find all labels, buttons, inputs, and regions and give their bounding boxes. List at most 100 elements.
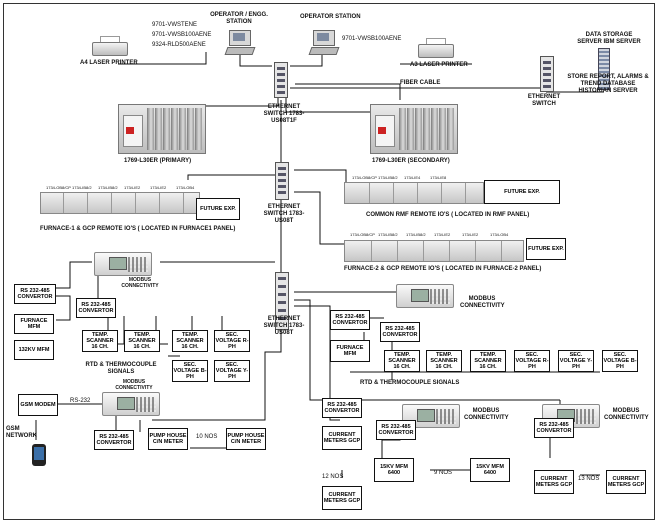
- left-temp-scanner-2: TEMP. SCANNER 16 CH.: [124, 330, 160, 352]
- engg-tag-1: 9701-VWSTENE: [152, 22, 198, 28]
- plc-secondary-label: 1769-L30ER (SECONDARY): [372, 158, 450, 164]
- right-modbus-hmi-1-icon: [396, 284, 454, 308]
- right-rs232-converter-1: RS 232-485 CONVERTOR: [330, 310, 370, 330]
- right-rtd-label: RTD & THERMOCOUPLE SIGNALS: [360, 380, 460, 386]
- kv15-mfm-2: 15KV MFM 6400: [470, 458, 510, 482]
- left-sec-voltage-b: SEC. VOLTAGE B-PH: [172, 360, 208, 382]
- left-modbus-hmi-icon: [94, 252, 152, 276]
- top-switch-label: ETHERNET SWITCH 1783-US08T1F: [263, 104, 305, 124]
- left-modbus-label: MODBUS CONNECTIVITY: [121, 277, 159, 289]
- left-rtd-label: RTD & THERMOCOUPLE SIGNALS: [85, 362, 157, 375]
- mobile-phone-icon: [32, 444, 46, 466]
- left-rs232-converter-2: RS 232-485 CONVERTOR: [76, 298, 116, 318]
- rmf-module-3: 1734-IE4: [404, 175, 421, 180]
- furnace1-future-exp: FUTURE EXP.: [196, 198, 240, 220]
- middle-switch-label: ETHERNET SWITCH 1783-US08T: [263, 204, 305, 224]
- right-ethernet-switch-icon: [540, 56, 554, 92]
- operator-station-tag: 9701-VWSB100AENE: [342, 36, 402, 42]
- data-storage-title: DATA STORAGE SERVER IBM SERVER: [577, 32, 641, 45]
- furnace2-io-rack: [344, 240, 524, 262]
- furnace2-module-5: 1734-IE2: [462, 232, 479, 237]
- left-rs232-converter-1: RS 232-485 CONVERTOR: [14, 284, 56, 304]
- furnace1-module-6: 1734-OB4: [176, 185, 195, 190]
- furnace-mfm-left: FURNACE MFM: [14, 314, 54, 334]
- furnace2-module-3: 1734-IB8/2: [406, 232, 426, 237]
- data-storage-desc: STORE REPORT, ALARMS & TREND DATABASE HI…: [567, 74, 649, 94]
- current-meters-gcp-2: CURRENT METERS GCP: [322, 486, 362, 510]
- right-modbus-1-label: MODBUS CONNECTIVITY: [460, 296, 505, 309]
- right-modbus-2-label: MODBUS CONNECTIVITY: [464, 408, 509, 421]
- lower-rs232-converter-1: RS 232-485 CONVERTOR: [322, 398, 362, 418]
- gsm-network-label: GSM NETWORK: [6, 426, 37, 439]
- rmf-module-2: 1734-IB8/2: [378, 175, 398, 180]
- top-ethernet-switch-icon: [274, 62, 288, 98]
- pump-house-meter-1: PUMP HOUSE C/N METER: [148, 428, 188, 450]
- furnace2-module-2: 1734-IB8/2: [378, 232, 398, 237]
- nine-nos-label: 9 NOS: [434, 470, 453, 476]
- left-sec-voltage-y: SEC. VOLTAGE Y-PH: [214, 360, 250, 382]
- gsm-modbus-hmi-icon: [102, 392, 160, 416]
- plc-primary-icon: [118, 104, 206, 154]
- right-temp-scanner-3: TEMP. SCANNER 16 CH.: [470, 350, 506, 372]
- right-rs232-converter-2: RS 232-485 CONVERTOR: [380, 322, 420, 342]
- left-temp-scanner-1: TEMP. SCANNER 16 CH.: [82, 330, 118, 352]
- rmf-module-1: 1734-OB8/CP: [352, 175, 377, 180]
- lower-rs232-converter-3: RS 232-485 CONVERTOR: [534, 418, 574, 438]
- a3-printer-label: A3 LASER PRINTER: [410, 62, 468, 68]
- left-sec-voltage-r: SEC. VOLTAGE R-PH: [214, 330, 250, 352]
- furnace1-io-label: FURNACE-1 & GCP REMOTE IO'S ( LOCATED IN…: [40, 226, 236, 232]
- right-temp-scanner-2: TEMP. SCANNER 16 CH.: [426, 350, 462, 372]
- pump-house-meter-2: PUMP HOUSE C/N METER: [226, 428, 266, 450]
- furnace1-io-rack: [40, 192, 200, 214]
- engg-tag-3: 9324-RLD500AENE: [152, 42, 206, 48]
- plc-primary-label: 1769-L30ER (PRIMARY): [124, 158, 192, 164]
- thirteen-nos-label: 13 NOS: [578, 476, 600, 482]
- current-meters-gcp-3: CURRENT METERS GCP: [534, 470, 574, 494]
- furnace2-module-1: 1734-OB8/CP: [350, 232, 375, 237]
- furnace2-module-6: 1734-OB4: [490, 232, 509, 237]
- operator-station-pc-icon: [308, 30, 340, 56]
- right-sec-voltage-b: SEC. VOLTAGE B-PH: [602, 350, 638, 372]
- kv132-mfm: 132KV MFM: [14, 340, 54, 360]
- middle-ethernet-switch-icon: [275, 162, 289, 200]
- a3-printer-icon: [418, 38, 454, 58]
- engg-station-pc-icon: [224, 30, 256, 56]
- rs232-link-label: RS-232: [70, 398, 91, 404]
- left-temp-scanner-3: TEMP. SCANNER 16 CH.: [172, 330, 208, 352]
- plc-secondary-icon: [370, 104, 458, 154]
- gsm-modbus-label: MODBUS CONNECTIVITY: [115, 379, 153, 391]
- twelve-nos-label: 12 NOS: [322, 474, 344, 480]
- right-modbus-3-label: MODBUS CONNECTIVITY: [604, 408, 649, 421]
- right-temp-scanner-1: TEMP. SCANNER 16 CH.: [384, 350, 420, 372]
- lower-rs232-converter-2: RS 232-485 CONVERTOR: [376, 420, 416, 440]
- gsm-modem: GSM MODEM: [18, 394, 58, 416]
- right-switch-label: ETHERNET SWITCH: [527, 94, 561, 107]
- rmf-io-label: COMMON RMF REMOTE IO'S ( LOCATED IN RMF …: [366, 212, 530, 218]
- rmf-future-exp: FUTURE EXP.: [484, 180, 560, 204]
- furnace1-module-3: 1734-IB8/2: [98, 185, 118, 190]
- engg-tag-2: 9701-VWSB100AENE: [152, 32, 212, 38]
- furnace1-module-5: 1734-IE2: [150, 185, 167, 190]
- gsm-rs232-converter: RS 232-485 CONVERTOR: [94, 430, 134, 450]
- rmf-io-rack: [344, 182, 484, 204]
- furnace2-future-exp: FUTURE EXP.: [526, 238, 566, 260]
- furnace-mfm-right: FURNACE MFM: [330, 340, 370, 362]
- furnace1-module-1: 1734-OB8/CP: [46, 185, 71, 190]
- lower-switch-label: ETHERNET SWITCH 1783-US08T: [263, 316, 305, 336]
- fiber-cable-label: FIBER CABLE: [400, 80, 441, 86]
- operator-station-title: OPERATOR STATION: [300, 14, 361, 20]
- right-modbus-hmi-2-icon: [402, 404, 460, 428]
- furnace1-module-2: 1734-IB8/2: [72, 185, 92, 190]
- furnace2-io-label: FURNACE-2 & GCP REMOTE IO'S ( LOCATED IN…: [344, 266, 542, 272]
- furnace1-module-4: 1734-IE2: [124, 185, 141, 190]
- rmf-module-4: 1734-IE8: [430, 175, 447, 180]
- kv15-mfm-1: 15KV MFM 6400: [374, 458, 414, 482]
- a4-printer-icon: [92, 36, 128, 56]
- a4-printer-label: A4 LASER PRINTER: [80, 60, 138, 66]
- current-meters-gcp-4: CURRENT METERS GCP: [606, 470, 646, 494]
- server-icon: [598, 48, 610, 90]
- ten-nos-label: 10 NOS: [196, 434, 218, 440]
- furnace2-module-4: 1734-IE2: [434, 232, 451, 237]
- current-meters-gcp-1: CURRENT METERS GCP: [322, 426, 362, 450]
